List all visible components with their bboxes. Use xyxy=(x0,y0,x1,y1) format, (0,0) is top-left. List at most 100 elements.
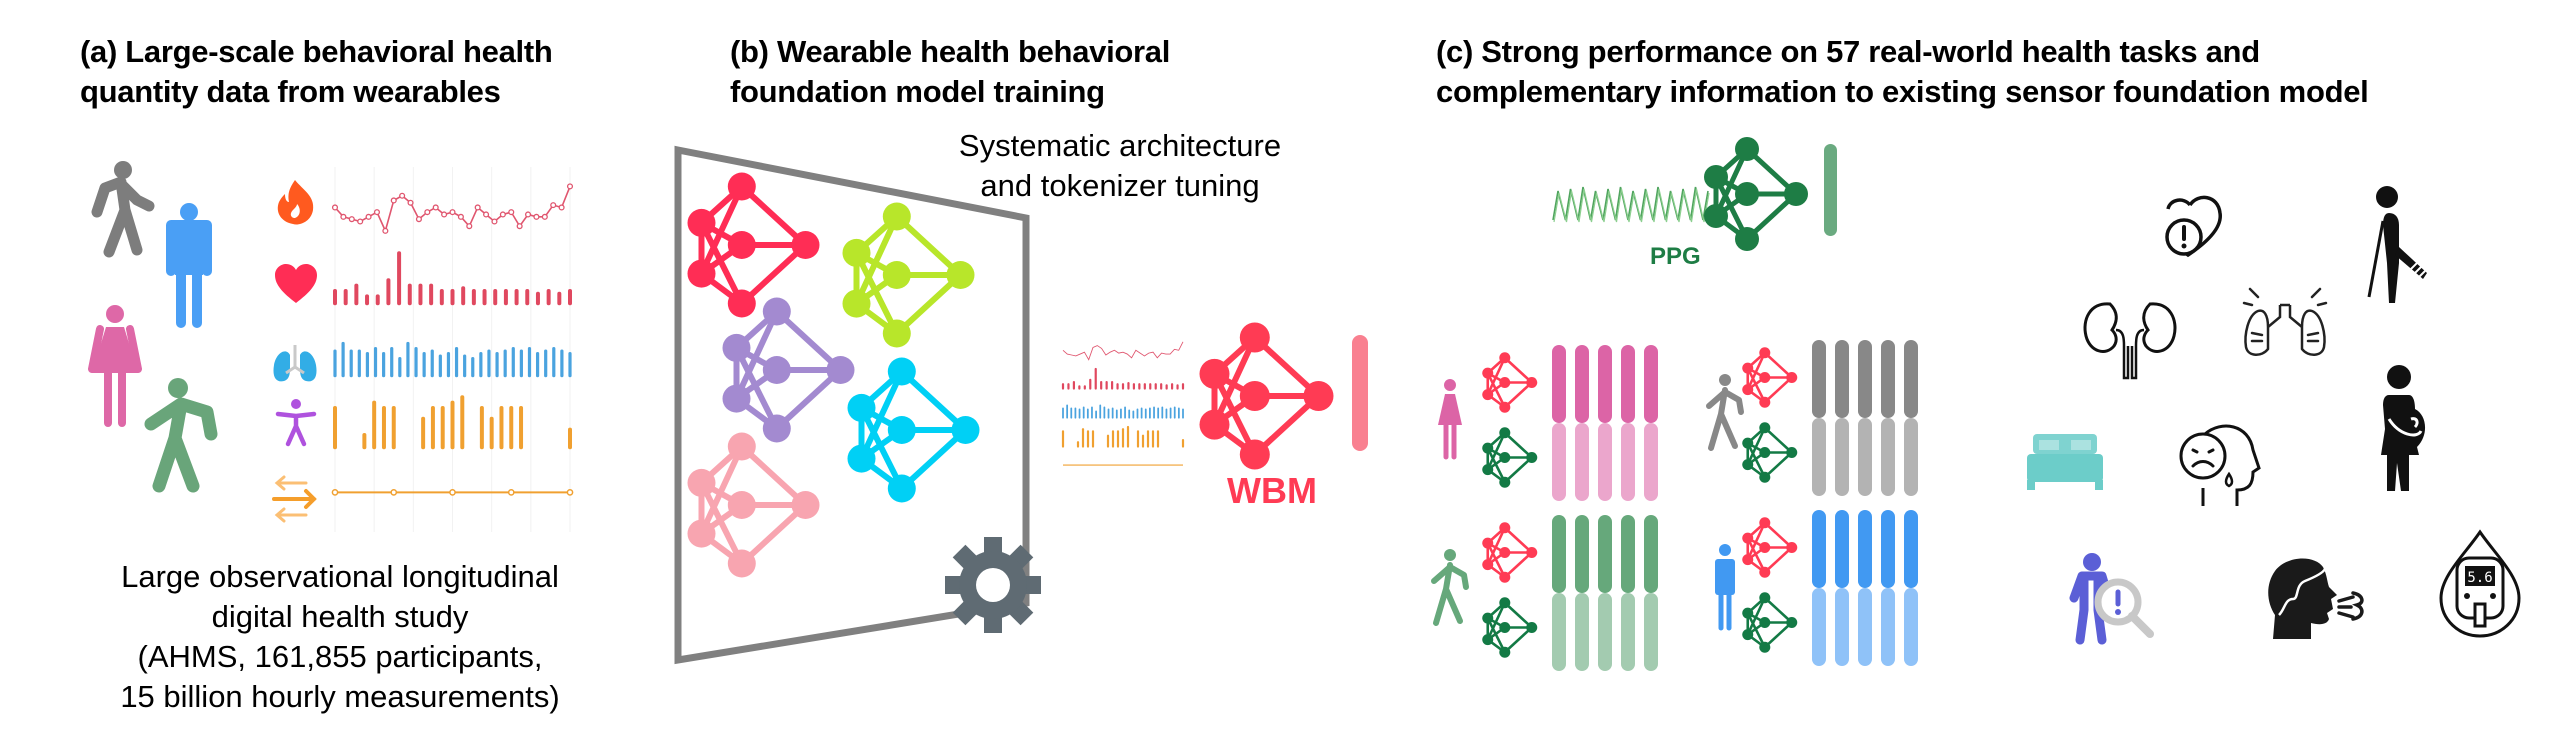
network-node xyxy=(1482,442,1494,454)
network-node xyxy=(727,172,756,201)
network-node xyxy=(1499,547,1511,558)
network-node xyxy=(1499,427,1511,439)
network-edge xyxy=(698,183,745,277)
network-edge xyxy=(1503,551,1534,579)
energy-point xyxy=(516,223,523,230)
energy-point xyxy=(541,213,548,220)
wbm-network-small xyxy=(1482,522,1538,583)
exchange-arrows-icon xyxy=(272,475,317,523)
activity-bar xyxy=(489,416,494,450)
respiratory-bar xyxy=(1086,408,1089,419)
panel-a-signal-charts xyxy=(331,167,574,532)
heart-rate-bar xyxy=(1061,383,1065,390)
network-edge xyxy=(1503,456,1534,484)
network-edge xyxy=(893,213,964,278)
network-edge xyxy=(1503,526,1534,554)
embedding-bar-ppg xyxy=(1858,418,1872,496)
activity-bar xyxy=(430,406,435,450)
heart-rate-bar xyxy=(1105,380,1108,390)
activity-bar xyxy=(1141,434,1145,448)
person-search-icon xyxy=(2069,553,2154,645)
network-edge xyxy=(733,344,780,432)
comparison-group xyxy=(1706,340,1918,496)
respiratory-bar xyxy=(1157,407,1160,419)
network-node xyxy=(727,231,756,259)
network-node xyxy=(722,333,751,362)
respiratory-bar xyxy=(398,357,402,378)
network-edge xyxy=(1746,366,1767,404)
embedding-bar-wbm xyxy=(1812,340,1826,418)
embedding-bar-ppg xyxy=(1644,593,1658,671)
network-node xyxy=(722,384,751,413)
embedding-bar-ppg xyxy=(1858,588,1872,666)
candidate-model-network xyxy=(722,297,855,443)
network-edge xyxy=(1746,596,1767,636)
heart-rate-bar xyxy=(1067,383,1070,390)
network-node xyxy=(1303,381,1334,411)
activity-bar xyxy=(1111,430,1115,448)
ppg-network-small xyxy=(1482,427,1538,488)
heart-rate-bar xyxy=(493,289,498,306)
standing-woman-pink-icon xyxy=(88,305,142,427)
energy-point xyxy=(449,209,456,216)
network-edge xyxy=(853,213,900,307)
energy-point xyxy=(457,213,464,220)
network-node xyxy=(1499,622,1511,633)
embedding-bar-ppg xyxy=(1835,418,1849,496)
respiratory-bar xyxy=(382,352,386,378)
energy-point xyxy=(491,218,498,225)
ppg-waveform xyxy=(1552,186,1710,223)
pregnant-woman-icon xyxy=(2381,365,2426,491)
respiratory-bar xyxy=(390,346,394,378)
embedding-bar-ppg xyxy=(1812,418,1826,496)
respiratory-bar xyxy=(544,349,548,378)
person-head xyxy=(1444,379,1456,391)
embedding-bar-ppg xyxy=(1621,423,1635,501)
network-node xyxy=(1759,372,1771,383)
energy-point xyxy=(357,218,364,225)
heart-rate-bar xyxy=(450,289,455,306)
embedding-bar-ppg xyxy=(1575,593,1589,671)
wbm-network-small xyxy=(1742,517,1798,578)
energy-point xyxy=(415,216,422,223)
heart-rate-bar xyxy=(1154,383,1157,390)
network-edge xyxy=(898,427,969,492)
energy-point xyxy=(533,213,540,220)
embedding-bar-wbm xyxy=(1598,515,1612,593)
network-edge xyxy=(853,249,900,337)
heart-rate-bar xyxy=(429,283,434,306)
panel-a-title: (a) Large-scale behavioral health quanti… xyxy=(80,32,553,112)
heart-rate-bar xyxy=(1132,383,1136,390)
heart-rate-bar xyxy=(354,283,359,306)
respiratory-bar xyxy=(438,354,442,378)
embedding-bar-wbm xyxy=(1575,515,1589,593)
respiratory-bar xyxy=(430,349,434,378)
network-edge xyxy=(1503,431,1534,459)
network-node xyxy=(887,357,916,386)
walking-point xyxy=(390,489,398,496)
comparison-group xyxy=(1431,515,1658,671)
person-head xyxy=(1719,544,1731,556)
respiratory-bar xyxy=(1132,410,1135,419)
heart-rate-bar xyxy=(514,289,519,306)
embedding-bar-wbm xyxy=(1835,510,1849,588)
network-node xyxy=(762,297,791,326)
respiratory-bar xyxy=(349,349,353,378)
person-body xyxy=(1715,559,1735,595)
network-edge xyxy=(738,183,809,248)
network-node xyxy=(1482,612,1494,624)
heart-rate-bar xyxy=(546,289,551,306)
embedding-bar-ppg xyxy=(1904,588,1918,666)
subtitle-line2: and tokenizer tuning xyxy=(980,168,1260,203)
embedding-bar-wbm xyxy=(1644,345,1658,423)
network-edge xyxy=(1746,441,1767,479)
network-edge xyxy=(1763,596,1794,624)
activity-bar xyxy=(519,406,524,450)
respiratory-bar xyxy=(1144,408,1147,419)
panel-b-title-line2: foundation model training xyxy=(730,74,1105,109)
network-edge xyxy=(698,479,745,567)
respiratory-bar xyxy=(1140,407,1143,419)
network-node xyxy=(1526,622,1538,633)
respiratory-bar xyxy=(1103,406,1106,419)
comparison-group xyxy=(1438,345,1658,501)
